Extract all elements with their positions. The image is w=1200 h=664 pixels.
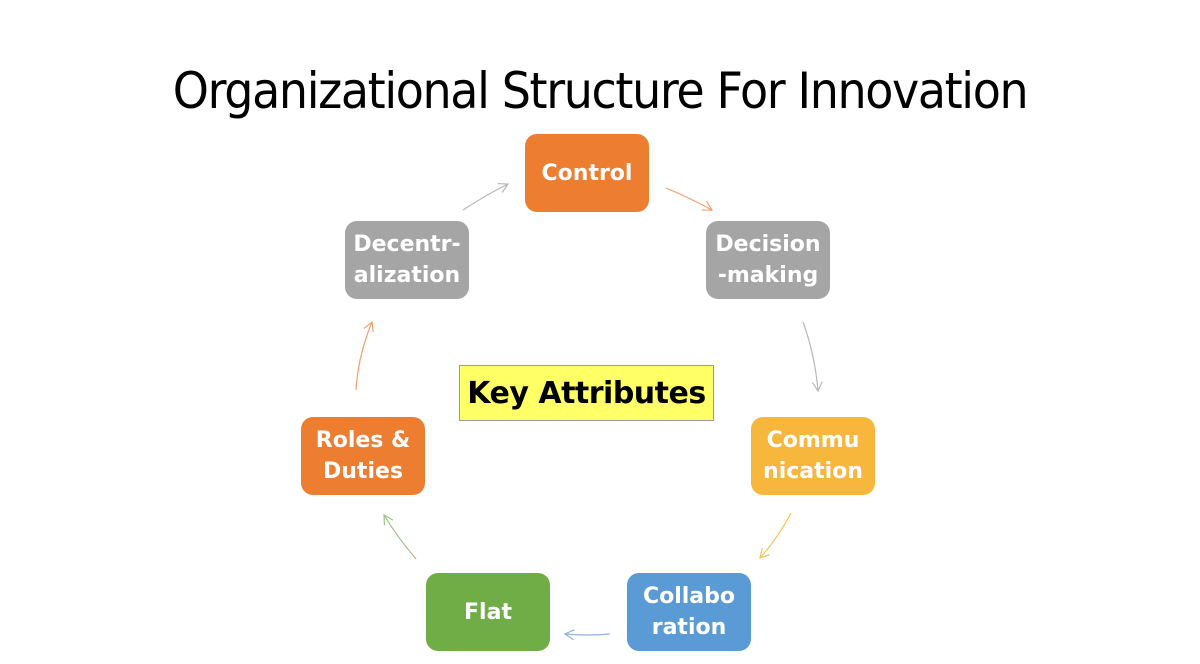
node-roles-duties: Roles & Duties xyxy=(301,417,425,495)
node-roles-line-2: Duties xyxy=(323,459,403,484)
node-collaboration-line-2: ration xyxy=(651,615,727,640)
node-flat-line-1: Flat xyxy=(464,599,512,625)
node-decentralization: Decentr- alization xyxy=(345,221,469,299)
node-decision-making: Decision -making xyxy=(706,221,830,299)
node-decentralization-line-2: alization xyxy=(353,263,461,288)
page-title: Organizational Structure For Innovation xyxy=(172,62,1029,120)
arrow-decentralization-to-control xyxy=(462,182,510,211)
arrow-communication-to-collaboration xyxy=(759,512,792,559)
arrow-collaboration-to-flat xyxy=(563,629,611,641)
node-decision-line-2: -making xyxy=(717,263,819,288)
node-collaboration: Collabo ration xyxy=(627,573,751,651)
arrow-control-to-decision xyxy=(665,187,714,211)
node-control: Control xyxy=(525,134,649,212)
node-decentralization-line-1: Decentr- xyxy=(353,232,461,257)
node-decision-line-1: Decision xyxy=(715,232,821,257)
key-attributes-label: Key Attributes xyxy=(459,365,714,421)
node-control-line-1: Control xyxy=(541,160,633,186)
node-flat: Flat xyxy=(426,573,550,651)
arrow-roles-to-decentralization xyxy=(355,320,374,391)
node-communication-line-1: Commu xyxy=(766,428,860,453)
arrow-flat-to-roles xyxy=(383,513,417,560)
node-communication-line-2: nication xyxy=(763,459,863,484)
node-collaboration-line-1: Collabo xyxy=(642,584,736,609)
node-communication: Commu nication xyxy=(751,417,875,495)
arrow-decision-to-communication xyxy=(802,321,823,393)
node-roles-line-1: Roles & xyxy=(315,428,411,453)
